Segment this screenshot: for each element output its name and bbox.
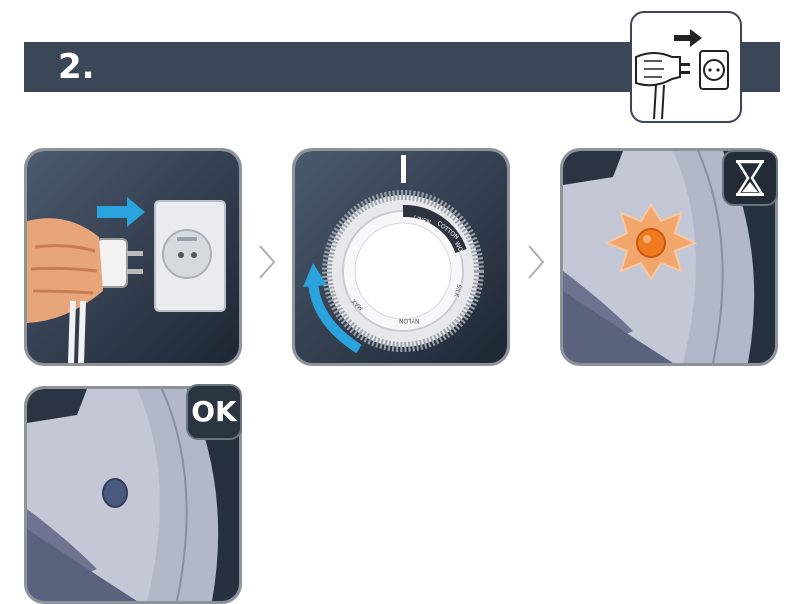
dial-label-silk: SILK xyxy=(452,283,462,297)
temperature-dial-panel: LINEN COTTON WOOL SILK NYLON MAX xyxy=(292,148,510,366)
plug-in-panel xyxy=(24,148,242,366)
step-number: 2. xyxy=(58,42,95,92)
dial-label-wool: WOOL xyxy=(453,241,468,261)
dial-label-nylon: NYLON xyxy=(399,317,420,324)
hourglass-icon xyxy=(722,150,778,206)
dial-label-max: MAX xyxy=(350,297,364,311)
next-step-chevron-icon xyxy=(256,242,278,282)
next-step-chevron-icon xyxy=(525,242,547,282)
ok-badge: OK xyxy=(186,384,242,440)
insert-arrow-icon xyxy=(97,206,129,218)
plug-socket-icon xyxy=(630,11,742,123)
indicator-light-off-icon xyxy=(103,479,127,507)
dial-label-linen: LINEN xyxy=(412,214,431,226)
dial-label-cotton: COTTON xyxy=(436,220,460,241)
